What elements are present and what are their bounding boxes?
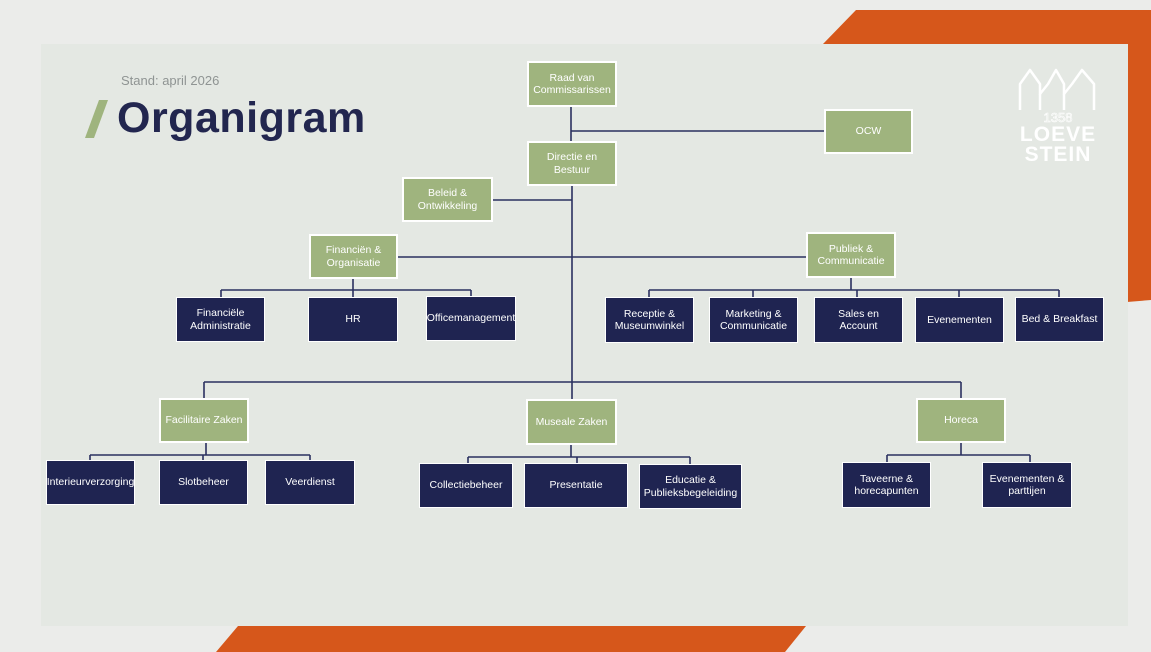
- node-publiek-en-communicatie[interactable]: Publiek & Communicatie: [806, 232, 896, 278]
- node-interieurverzorging[interactable]: Interieurverzorging: [46, 460, 135, 505]
- bottom-band: [216, 626, 806, 652]
- logo-line-1: LOEVE: [1020, 123, 1096, 146]
- logo-year: 1358: [1044, 110, 1073, 125]
- node-marketing-en-communicatie[interactable]: Marketing & Communicatie: [709, 297, 798, 343]
- node-hr[interactable]: HR: [308, 297, 398, 342]
- node-financiele-administratie[interactable]: Financiële Administratie: [176, 297, 265, 342]
- node-directie-en-bestuur[interactable]: Directie en Bestuur: [527, 141, 617, 186]
- loevestein-logo: 1358 LOEVE STEIN: [1018, 68, 1096, 166]
- page-title: Organigram: [117, 94, 366, 142]
- node-raad-van-commissarissen[interactable]: Raad van Commissarissen: [527, 61, 617, 107]
- date-label: Stand: april 2026: [121, 73, 220, 88]
- node-horeca[interactable]: Horeca: [916, 398, 1006, 443]
- node-veerdienst[interactable]: Veerdienst: [265, 460, 355, 505]
- node-collectiebeheer[interactable]: Collectiebeheer: [419, 463, 513, 508]
- node-bed-en-breakfast[interactable]: Bed & Breakfast: [1015, 297, 1104, 342]
- node-receptie-en-museumwinkel[interactable]: Receptie & Museumwinkel: [605, 297, 694, 343]
- node-educatie-en-publieksbegeleiding[interactable]: Educatie & Publieksbegeleiding: [639, 464, 742, 509]
- node-evenementen[interactable]: Evenementen: [915, 297, 1004, 343]
- node-facilitaire-zaken[interactable]: Facilitaire Zaken: [159, 398, 249, 443]
- top-right-band: [823, 10, 1151, 302]
- node-sales-en-account[interactable]: Sales en Account: [814, 297, 903, 343]
- node-slotbeheer[interactable]: Slotbeheer: [159, 460, 248, 505]
- node-taveerne-en-horecapunten[interactable]: Taveerne & horecapunten: [842, 462, 931, 508]
- node-museale-zaken[interactable]: Museale Zaken: [526, 399, 617, 445]
- node-ocw[interactable]: OCW: [824, 109, 913, 154]
- node-evenementen-en-parttijen[interactable]: Evenementen & parttijen: [982, 462, 1072, 508]
- node-beleid-en-ontwikkeling[interactable]: Beleid & Ontwikkeling: [402, 177, 493, 222]
- node-officemanagement[interactable]: Officemanagement: [426, 296, 516, 341]
- node-presentatie[interactable]: Presentatie: [524, 463, 628, 508]
- node-financien-en-organisatie[interactable]: Financiën & Organisatie: [309, 234, 398, 279]
- logo-line-2: STEIN: [1025, 143, 1092, 166]
- slash-accent-icon: [85, 100, 108, 138]
